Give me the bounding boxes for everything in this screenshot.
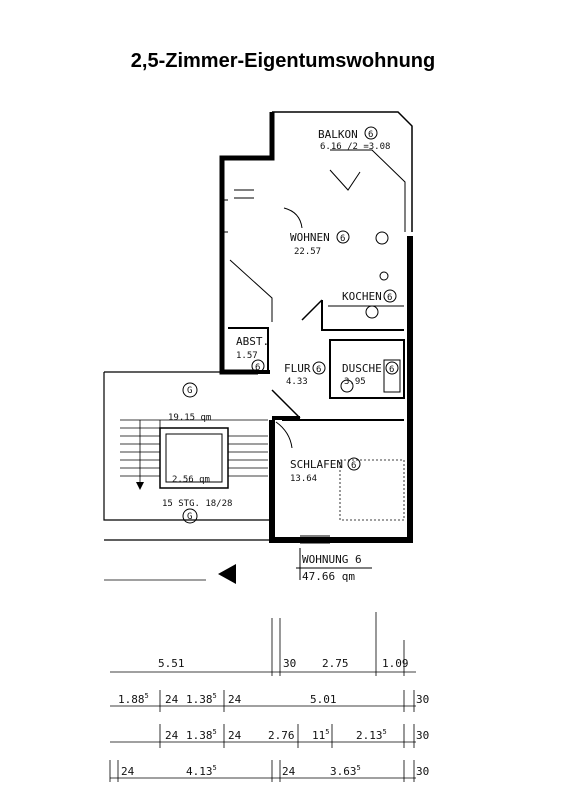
- abst-num-circle: [251, 359, 265, 373]
- dim-r4-d: 3.635: [330, 764, 361, 778]
- dim-r3-f: 2.135: [356, 728, 387, 742]
- exterior-wall-right: [269, 236, 413, 543]
- schlafen-num: 6: [351, 461, 356, 471]
- schlafen-name: SCHLAFEN: [290, 458, 343, 471]
- schlafen-num-circle: [347, 457, 361, 471]
- balcony-railing: [330, 149, 406, 232]
- entrance-arrow-icon: [218, 564, 236, 584]
- door-wohnen-arc: [283, 207, 303, 229]
- balkon-name: BALKON: [318, 128, 358, 141]
- stair-g-top: G: [187, 386, 192, 396]
- dim-r3-g: 30: [416, 729, 429, 742]
- wc-fixture: [340, 379, 354, 393]
- dim-r4-c: 24: [282, 765, 296, 778]
- wall-kitchen: [321, 300, 404, 331]
- stair-g-bottom: G: [187, 512, 192, 522]
- dim-r4-e: 30: [416, 765, 429, 778]
- wohnen-num-circle: [336, 230, 350, 244]
- apartment-label: WOHNUNG 6: [302, 553, 362, 566]
- stair-core-inner: [165, 433, 223, 483]
- wall-wohnen-inner: [229, 259, 273, 322]
- wohnen-area: 22.57: [294, 247, 321, 257]
- kochen-num: 6: [387, 293, 392, 303]
- dim-r1-a: 5.51: [158, 657, 185, 670]
- dim-r2-c: 1.385: [186, 692, 217, 706]
- flur-name: FLUR: [284, 362, 311, 375]
- stair-steps-label: 15 STG. 18/28: [162, 499, 232, 509]
- window-schlafen: [300, 535, 330, 544]
- dim-r2-f: 30: [416, 693, 429, 706]
- stove-fixture: [375, 231, 389, 245]
- bed-outline: [339, 459, 405, 521]
- dim-r3-e: 115: [312, 728, 329, 742]
- stair-core-area: 2.56 qm: [172, 475, 210, 485]
- dim-r1-c: 2.75: [322, 657, 349, 670]
- dim-r2-e: 5.01: [310, 693, 337, 706]
- apartment-area: 47.66 qm: [302, 570, 355, 583]
- exterior-wall: [219, 112, 275, 375]
- window-wohnen: [222, 189, 254, 233]
- flur-area: 4.33: [286, 377, 308, 387]
- stair-g-circle-bottom: [182, 508, 198, 524]
- fixture-2: [379, 271, 389, 281]
- kochen-name: KOCHEN: [342, 290, 382, 303]
- abst-name: ABST.: [236, 335, 269, 348]
- balcony-outline: [272, 111, 413, 232]
- page-title: 2,5-Zimmer-Eigentumswohnung: [130, 50, 436, 72]
- dimension-lines: [109, 612, 416, 782]
- kochen-num-circle: [383, 289, 397, 303]
- balkon-num-circle: [364, 126, 378, 140]
- flur-num-circle: [312, 361, 326, 375]
- dusche-area: 3.95: [344, 377, 366, 387]
- dim-r2-b: 24: [165, 693, 179, 706]
- dim-r3-a: 24: [165, 729, 179, 742]
- dim-r1-b: 30: [283, 657, 296, 670]
- balkon-num: 6: [368, 130, 373, 140]
- dim-r4-b: 4.135: [186, 764, 217, 778]
- wohnen-num: 6: [340, 234, 345, 244]
- kitchen-sink: [365, 305, 379, 319]
- stair-arrow-icon: [136, 482, 144, 490]
- flur-num: 6: [316, 365, 321, 375]
- door-flur-arc: [275, 421, 293, 449]
- dim-r4-a: 24: [121, 765, 135, 778]
- wohnen-name: WOHNEN: [290, 231, 330, 244]
- dusche-name: DUSCHE: [342, 362, 382, 375]
- shower-tray: [383, 359, 401, 393]
- wall-abst: [228, 327, 269, 372]
- dusche-num-circle: [385, 361, 399, 375]
- schlafen-area: 13.64: [290, 474, 317, 484]
- dusche-num: 6: [389, 365, 394, 375]
- abst-area: 1.57: [236, 351, 258, 361]
- stair-g-circle-top: [182, 382, 198, 398]
- dim-r3-d: 2.76: [268, 729, 295, 742]
- dim-r3-c: 24: [228, 729, 242, 742]
- wall-dusche: [329, 339, 405, 399]
- dim-r2-d: 24: [228, 693, 242, 706]
- abst-num: 6: [255, 363, 260, 373]
- stairwell-outline: [103, 371, 272, 541]
- wall-flur-diag: [271, 299, 323, 419]
- dim-r1-d: 1.09: [382, 657, 409, 670]
- door-balkon: [329, 169, 361, 191]
- dim-r3-b: 1.385: [186, 728, 217, 742]
- dim-r2-a: 1.885: [118, 692, 149, 706]
- stair-hall-area: 19.15 qm: [168, 413, 211, 423]
- balkon-area: 6.16 /2 =3.08: [320, 142, 390, 152]
